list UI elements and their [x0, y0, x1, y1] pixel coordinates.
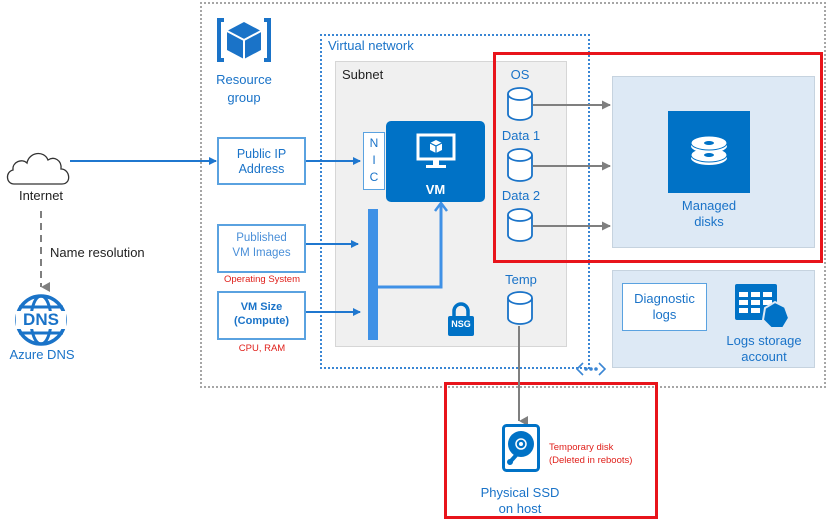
nic-letter-i: I — [372, 153, 376, 167]
diagnostic-logs-box[interactable]: Diagnostic logs — [622, 283, 707, 331]
subnet-label: Subnet — [342, 67, 384, 82]
physical-ssd-line1: Physical SSD — [480, 485, 560, 500]
virtual-network-label: Virtual network — [328, 38, 414, 53]
subnet-bus-bar — [368, 209, 378, 340]
physical-ssd-highlight — [444, 382, 658, 519]
data1-disk-icon[interactable] — [506, 146, 534, 184]
resource-group-container — [200, 2, 826, 388]
cloud-icon — [6, 152, 70, 185]
nsg-lock-icon — [448, 302, 474, 336]
managed-disks-line2: disks — [694, 214, 724, 229]
cpu-ram-note: CPU, RAM — [238, 343, 286, 354]
resource-group-label-line1: Resource — [216, 72, 272, 87]
data1-disk-label: Data 1 — [501, 128, 541, 143]
public-ip-line1: Public IP — [236, 147, 287, 161]
vm-size-box[interactable]: VM Size (Compute) — [217, 291, 306, 340]
hard-drive-icon — [502, 424, 540, 472]
monitor-icon — [416, 133, 456, 168]
disk-stack-icon — [690, 135, 728, 165]
storage-table-icon — [735, 284, 791, 329]
temporary-disk-line1: Temporary disk — [549, 442, 614, 453]
temp-disk-icon[interactable] — [506, 289, 534, 327]
managed-disks-line1: Managed — [681, 198, 737, 213]
nic-letter-n: N — [369, 136, 379, 150]
nsg-label: NSG — [451, 319, 471, 329]
data2-disk-icon[interactable] — [506, 206, 534, 244]
published-images-line1: Published — [236, 232, 287, 244]
vm-label: VM — [425, 182, 446, 197]
vm-tile[interactable]: VM — [386, 121, 485, 202]
dns-globe-icon — [15, 294, 67, 346]
published-vm-images-box[interactable]: Published VM Images — [217, 224, 306, 273]
diagnostic-logs-line2: logs — [652, 307, 677, 322]
azure-dns-label: Azure DNS — [9, 347, 75, 362]
managed-disks-highlight — [493, 52, 823, 263]
bar-to-vm-connector — [378, 203, 441, 289]
temporary-disk-line2: (Deleted in reboots) — [549, 455, 633, 466]
internet-label: Internet — [18, 188, 64, 203]
vm-size-line2: (Compute) — [234, 315, 289, 327]
nic-box[interactable]: N I C — [363, 132, 385, 190]
public-ip-box[interactable]: Public IP Address — [217, 137, 306, 185]
published-images-line2: VM Images — [232, 247, 291, 259]
nic-letter-c: C — [369, 170, 379, 184]
physical-ssd-line2: on host — [498, 501, 542, 516]
temp-disk-label: Temp — [505, 272, 537, 287]
resource-group-icon — [217, 18, 271, 62]
os-disk-label: OS — [510, 67, 530, 82]
os-disk-icon[interactable] — [506, 85, 534, 123]
logs-storage-line1: Logs storage — [726, 333, 802, 348]
public-ip-line2: Address — [238, 162, 285, 176]
data2-disk-label: Data 2 — [501, 188, 541, 203]
vm-size-line1: VM Size — [240, 301, 283, 313]
operating-system-note: Operating System — [223, 274, 301, 285]
resource-group-label-line2: group — [227, 90, 261, 105]
name-resolution-label: Name resolution — [50, 245, 145, 260]
managed-disks-tile[interactable] — [668, 111, 750, 193]
virtual-network-container — [320, 34, 590, 369]
logs-storage-line2: account — [741, 349, 787, 364]
diagnostic-logs-line1: Diagnostic — [634, 291, 695, 306]
vnet-peering-icon — [576, 362, 606, 376]
dns-icon-text: DNS — [23, 310, 59, 329]
